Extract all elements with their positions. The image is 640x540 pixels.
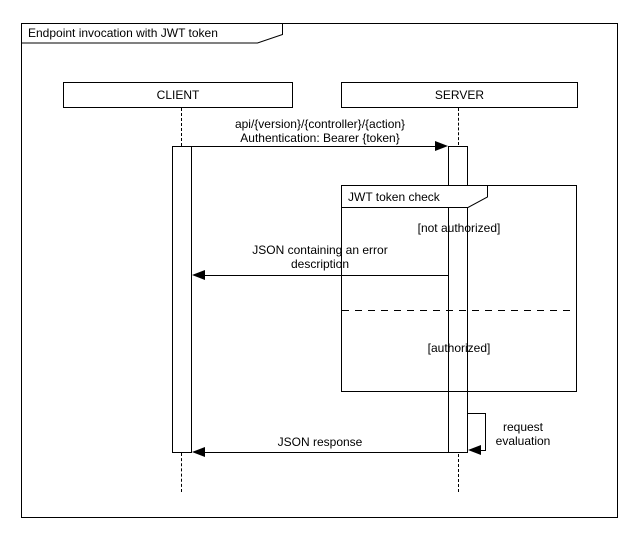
response-message-label: JSON response bbox=[277, 435, 363, 449]
fragment-box bbox=[341, 185, 577, 392]
client-lifeline-lower bbox=[181, 453, 182, 492]
frame-title: Endpoint invocation with JWT token bbox=[28, 26, 218, 40]
error-message-line2: description bbox=[290, 257, 350, 271]
self-call-right-line bbox=[485, 413, 486, 451]
client-lifeline-upper bbox=[181, 108, 182, 146]
server-lifeline-lower bbox=[458, 454, 459, 492]
guard-authorized: [authorized] bbox=[427, 341, 491, 355]
self-call-label-line1: request bbox=[502, 420, 544, 434]
request-arrowhead-icon bbox=[435, 141, 448, 151]
error-message-line1: JSON containing an error bbox=[252, 243, 388, 257]
error-arrowhead-icon bbox=[192, 270, 205, 280]
self-call-label-line2: evaluation bbox=[495, 434, 551, 448]
participant-client-label: CLIENT bbox=[156, 88, 200, 102]
fragment-label-pentagon bbox=[341, 185, 489, 209]
frame-title-pentagon bbox=[21, 23, 284, 44]
guard-not-authorized: [not authorized] bbox=[417, 221, 501, 235]
error-arrow-line bbox=[205, 275, 448, 276]
server-lifeline-upper bbox=[458, 108, 459, 145]
client-activation-bar bbox=[172, 146, 192, 453]
self-call-arrowhead-icon bbox=[468, 445, 481, 455]
fragment-divider bbox=[342, 310, 576, 311]
request-arrow-line bbox=[192, 146, 436, 147]
response-arrow-line bbox=[205, 452, 448, 453]
fragment-label: JWT token check bbox=[348, 190, 440, 204]
server-activation-bar bbox=[448, 146, 468, 453]
diagram-frame bbox=[21, 23, 618, 518]
self-call-bottom-line bbox=[481, 450, 486, 451]
participant-server-box: SERVER bbox=[341, 82, 578, 108]
participant-server-label: SERVER bbox=[434, 88, 485, 102]
request-message-line1: api/{version}/{controller}/{action} bbox=[234, 117, 406, 131]
participant-client-box: CLIENT bbox=[63, 82, 293, 108]
self-call-top-line bbox=[468, 413, 486, 414]
response-arrowhead-icon bbox=[192, 447, 205, 457]
request-message-line2: Authentication: Bearer {token} bbox=[240, 131, 400, 145]
